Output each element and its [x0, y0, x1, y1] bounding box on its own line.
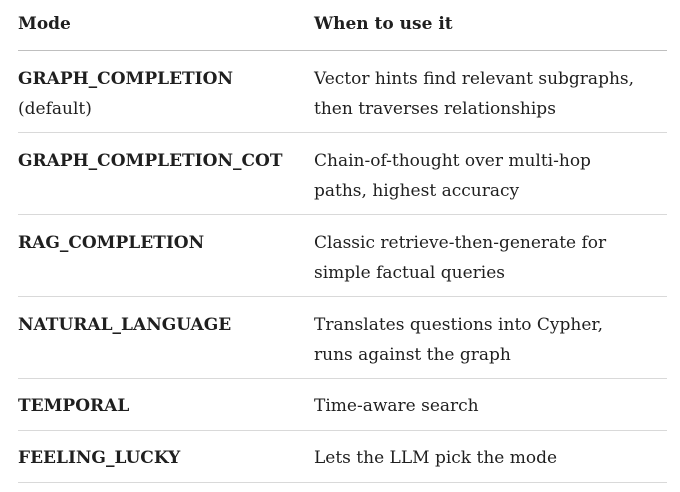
description-cell: Time-aware search	[314, 378, 667, 431]
mode-cell: GRAPH_COMPLETION_COT	[18, 132, 314, 215]
table-row: GRAPH_COMPLETION_COT Chain-of-thought ov…	[18, 132, 667, 215]
mode-cell: FEELING_LUCKY	[18, 430, 314, 483]
header-row: Mode When to use it	[18, 0, 667, 51]
mode-cell: NATURAL_LANGUAGE	[18, 296, 314, 379]
description-cell: Chain-of-thought over multi-hop paths, h…	[314, 132, 667, 215]
mode-name: TEMPORAL	[18, 395, 130, 416]
description-cell: Vector hints find relevant subgraphs, th…	[314, 50, 667, 133]
mode-name: GRAPH_COMPLETION_COT	[18, 150, 283, 171]
table-header: Mode When to use it	[18, 0, 667, 51]
header-when-to-use: When to use it	[314, 0, 667, 51]
mode-name: RAG_COMPLETION	[18, 232, 205, 253]
mode-name: FEELING_LUCKY	[18, 447, 181, 468]
description-cell: Lets the LLM pick the mode	[314, 430, 667, 483]
search-modes-table: Mode When to use it GRAPH_COMPLETION (de…	[18, 0, 667, 483]
mode-cell: RAG_COMPLETION	[18, 214, 314, 297]
mode-name: NATURAL_LANGUAGE	[18, 314, 232, 335]
description-cell: Classic retrieve-then-generate for simpl…	[314, 214, 667, 297]
table-row: RAG_COMPLETION Classic retrieve-then-gen…	[18, 214, 667, 297]
table-row: NATURAL_LANGUAGE Translates questions in…	[18, 296, 667, 379]
table-row: GRAPH_COMPLETION (default) Vector hints …	[18, 50, 667, 133]
table-row: TEMPORAL Time-aware search	[18, 378, 667, 431]
mode-cell: TEMPORAL	[18, 378, 314, 431]
mode-note: (default)	[18, 98, 92, 119]
mode-name: GRAPH_COMPLETION	[18, 68, 233, 89]
header-mode: Mode	[18, 0, 314, 51]
table-body: GRAPH_COMPLETION (default) Vector hints …	[18, 50, 667, 483]
search-modes-table-container: Mode When to use it GRAPH_COMPLETION (de…	[18, 0, 667, 483]
mode-cell: GRAPH_COMPLETION (default)	[18, 50, 314, 133]
description-cell: Translates questions into Cypher, runs a…	[314, 296, 667, 379]
table-row: FEELING_LUCKY Lets the LLM pick the mode	[18, 430, 667, 483]
